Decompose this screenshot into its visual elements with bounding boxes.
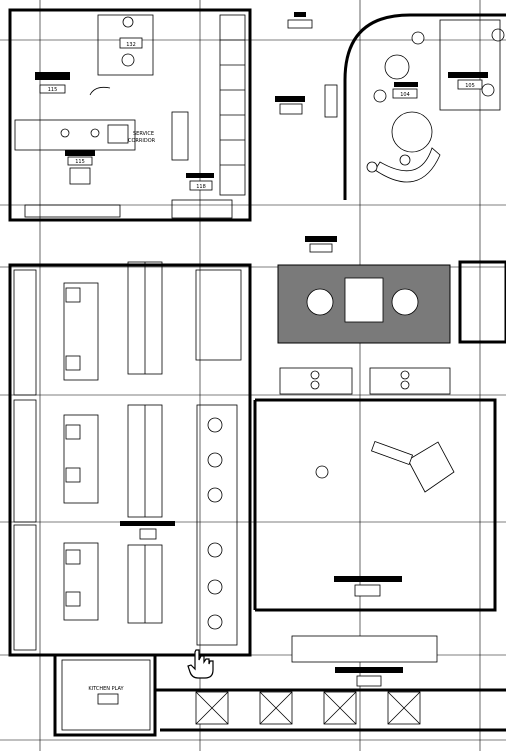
exterior-walls [8, 8, 506, 737]
room-132: 132 [97, 14, 154, 76]
locker-column-top [219, 14, 246, 196]
room-115-top: 115 [35, 72, 111, 96]
open-room [291, 440, 455, 687]
room-104: 104 [366, 31, 441, 183]
room-132-label: 132 [126, 42, 136, 48]
room-118-label: 118 [196, 184, 206, 190]
service-corridor-label-1: SERVICE [133, 131, 154, 137]
room-115-mid: 115 [24, 150, 121, 218]
bottom-lattice-tables [195, 691, 421, 725]
service-corridor-label-2: CORRIDOR [128, 138, 156, 144]
seating-rows [120, 261, 175, 624]
room-118: 118 [171, 173, 233, 219]
room-105-label: 105 [465, 83, 475, 89]
room-104-label: 104 [400, 92, 410, 98]
service-corridor: SERVICE CORRIDOR [14, 111, 189, 161]
kitchen-play-room: KITCHEN PLAY [61, 659, 151, 731]
room-105: 105 [439, 19, 505, 111]
hand-pointer-icon [187, 649, 214, 679]
top-middle-items [275, 12, 338, 253]
left-counter-stations [13, 269, 99, 651]
room-115-mid-label: 115 [75, 159, 85, 165]
kitchen-play-label: KITCHEN PLAY [88, 686, 124, 692]
room-115-top-label: 115 [48, 87, 58, 93]
locker-column-center [195, 269, 242, 646]
conference-area [277, 264, 451, 395]
